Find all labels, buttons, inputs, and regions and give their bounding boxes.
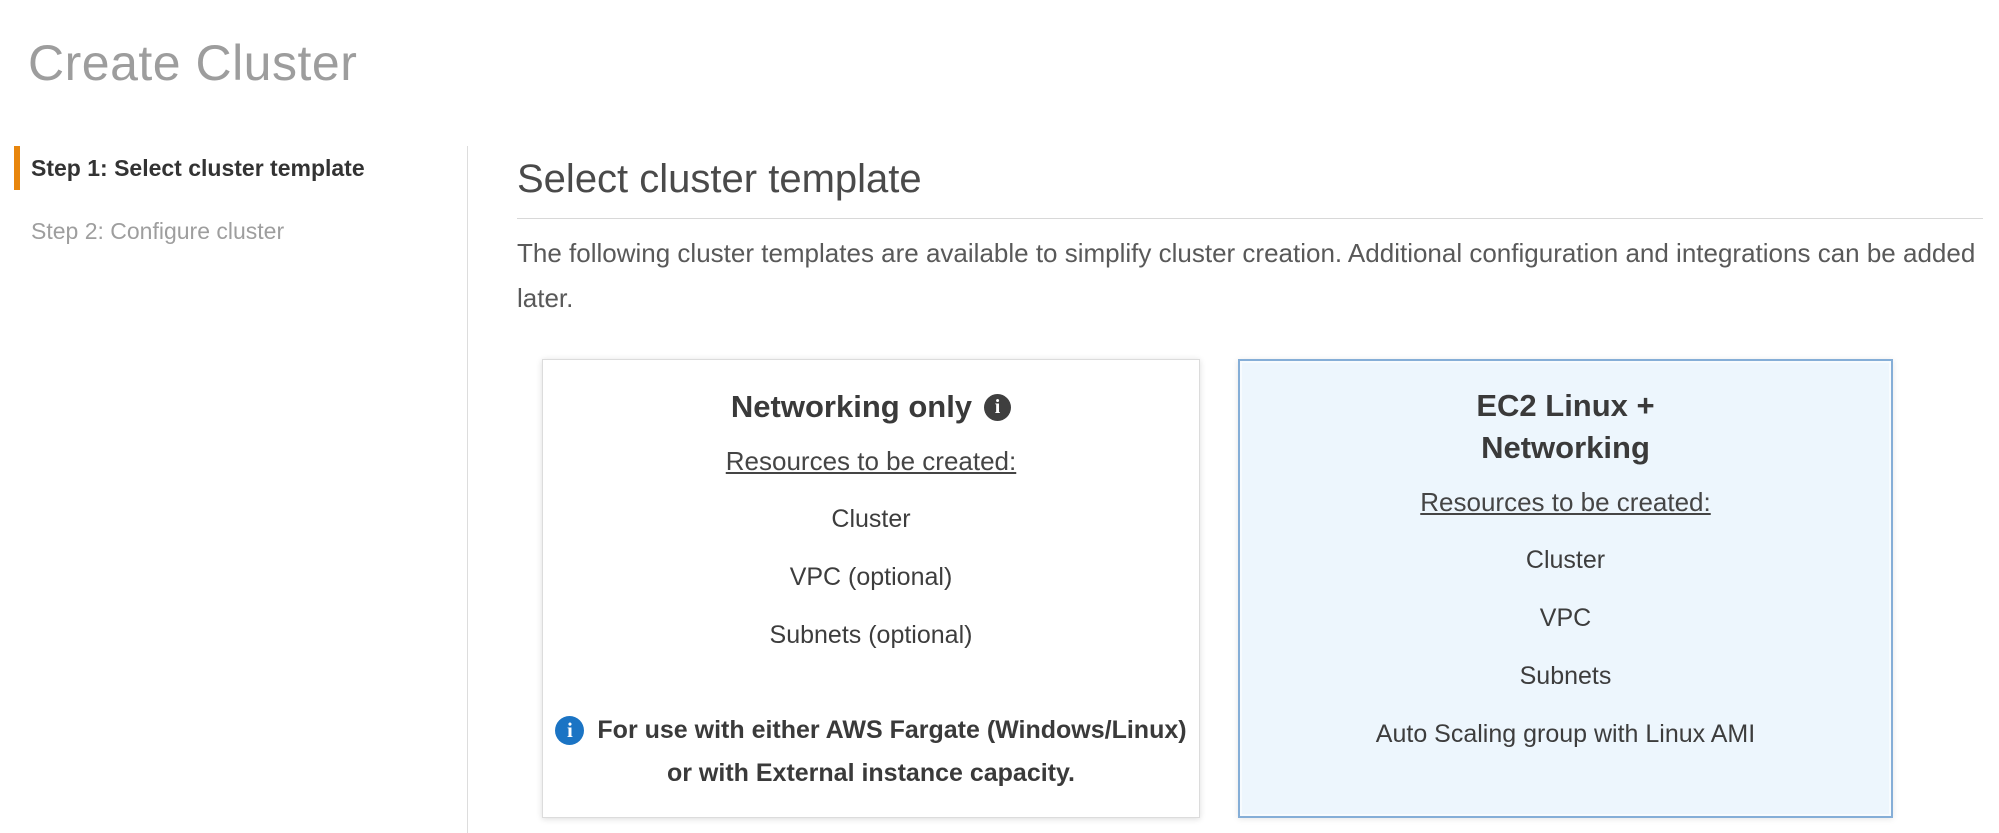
section-description: The following cluster templates are avai… <box>517 238 1976 313</box>
template-card-networking-only[interactable]: Networking only i Resources to be create… <box>542 359 1200 818</box>
resource-item: Subnets (optional) <box>769 621 973 649</box>
card-title-row: Networking only i <box>730 386 1012 428</box>
card-note-text-2: or with External instance capacity. <box>666 759 1075 787</box>
card-note-text-1: For use with either AWS Fargate (Windows… <box>597 716 1187 744</box>
card-title-row: EC2 Linux + Networking <box>1476 385 1654 469</box>
resources-label: Resources to be created: <box>725 446 1017 476</box>
vertical-divider <box>467 146 468 833</box>
page-title: Create Cluster <box>28 35 358 91</box>
card-note-line-1: i For use with either AWS Fargate (Windo… <box>543 709 1199 752</box>
card-title: Networking only <box>730 389 973 424</box>
resources-label: Resources to be created: <box>1420 487 1711 517</box>
section-heading: Select cluster template <box>517 157 922 201</box>
active-step-marker <box>14 146 20 190</box>
resource-item: Auto Scaling group with Linux AMI <box>1375 720 1756 748</box>
info-icon[interactable]: i <box>984 393 1012 421</box>
resource-item: Cluster <box>1525 546 1606 574</box>
resource-item: Cluster <box>831 505 911 533</box>
step-1-label: Step 1: Select cluster template <box>31 154 365 181</box>
resource-item: VPC <box>1539 604 1592 632</box>
heading-divider <box>517 218 1983 219</box>
card-title: EC2 Linux + Networking <box>1476 388 1655 465</box>
main-content: Select cluster template The following cl… <box>517 146 1983 818</box>
card-note: i For use with either AWS Fargate (Windo… <box>543 709 1199 795</box>
resource-item: Subnets <box>1519 662 1612 690</box>
step-1-select-cluster-template[interactable]: Step 1: Select cluster template <box>14 146 454 190</box>
step-2-label: Step 2: Configure cluster <box>31 218 285 244</box>
template-card-ec2-linux-networking[interactable]: EC2 Linux + Networking Resources to be c… <box>1238 359 1893 818</box>
step-2-configure-cluster: Step 2: Configure cluster <box>14 218 454 245</box>
info-icon: i <box>555 716 585 745</box>
template-card-group: Networking only i Resources to be create… <box>542 359 1983 818</box>
resource-item: VPC (optional) <box>789 563 953 591</box>
wizard-step-nav: Step 1: Select cluster template Step 2: … <box>14 146 454 245</box>
